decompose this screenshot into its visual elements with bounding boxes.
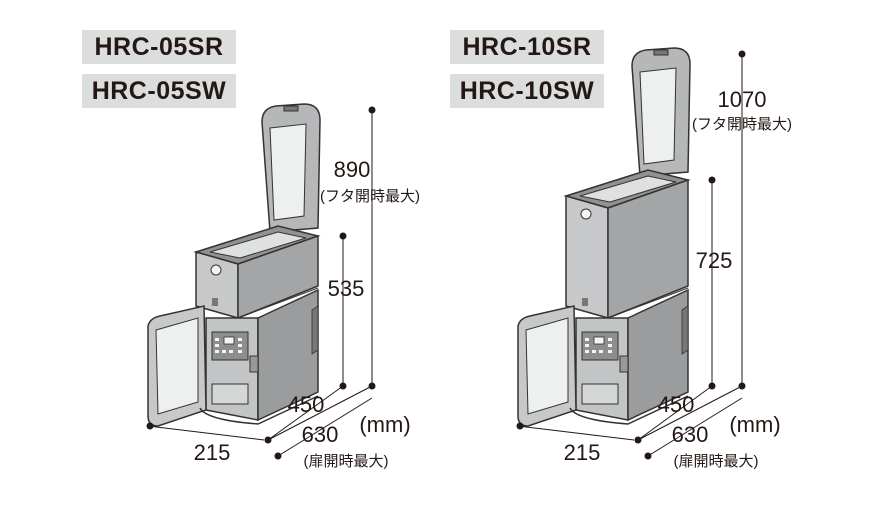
rice-dispenser-large [517,47,691,427]
dim-depth-large: 450 [658,392,695,417]
dim-unit-small: (mm) [359,412,410,437]
model-label-hrc-05sw: HRC-05SW [82,74,236,108]
dimension-lines-small [146,106,376,460]
dimension-lines-large [516,50,746,460]
dim-height-small: 535 [328,276,365,301]
dim-height-open-note-large: (フタ開時最大) [692,116,792,133]
dim-height-open-note-small: (フタ開時最大) [320,188,420,205]
dim-width-open-note-large: (扉開時最大) [674,453,759,470]
dim-width-open-note-small: (扉開時最大) [304,453,389,470]
model-label-hrc-10sw: HRC-10SW [450,74,604,108]
dim-width-large: 215 [564,440,601,465]
dim-width-small: 215 [194,440,231,465]
model-label-hrc-10sr: HRC-10SR [450,30,604,64]
rice-dispenser-small [147,103,321,427]
logo-badge-large [580,208,592,220]
dim-height-open-small: 890 [334,157,371,182]
control-panel-small [211,331,249,361]
dim-depth-small: 450 [288,392,325,417]
dim-height-large: 725 [696,248,733,273]
logo-badge-small [210,264,222,276]
dim-unit-large: (mm) [729,412,780,437]
control-panel-large [581,331,619,361]
dim-height-open-large: 1070 [718,87,767,112]
model-label-hrc-05sr: HRC-05SR [82,30,236,64]
dim-width-open-small: 630 [302,422,339,447]
dim-width-open-large: 630 [672,422,709,447]
